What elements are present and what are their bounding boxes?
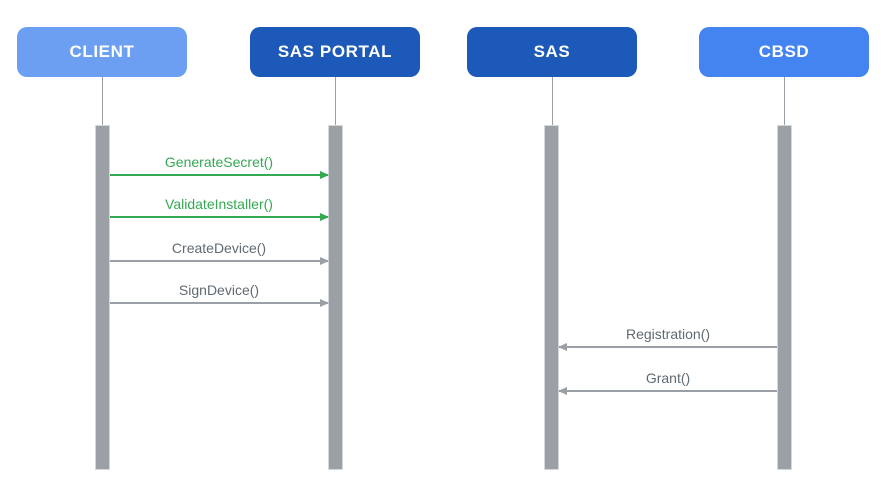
message-line	[110, 260, 328, 262]
message-create-device: CreateDevice()	[110, 236, 329, 265]
activation-bar-client	[95, 125, 110, 470]
message-label: Grant()	[645, 370, 691, 386]
message-line	[559, 346, 777, 348]
message-label: SignDevice()	[178, 282, 260, 298]
message-label: ValidateInstaller()	[165, 196, 273, 212]
lifeline-stem-cbsd	[783, 77, 785, 125]
actor-box-sas: SAS	[467, 27, 637, 77]
message-label: GenerateSecret()	[164, 154, 274, 170]
message-generate-secret: GenerateSecret()	[110, 150, 329, 179]
arrowhead-right-icon	[320, 299, 329, 307]
message-grant: Grant()	[558, 366, 777, 395]
actor-label-cbsd: CBSD	[758, 42, 810, 61]
lifeline-stem-sas-portal	[334, 77, 336, 125]
actor-box-sas-portal: SAS PORTAL	[250, 27, 420, 77]
arrowhead-right-icon	[320, 257, 329, 265]
arrowhead-right-icon	[320, 171, 329, 179]
actor-label-client: CLIENT	[69, 42, 135, 61]
arrowhead-right-icon	[320, 213, 329, 221]
message-line	[110, 174, 328, 176]
actor-box-cbsd: CBSD	[699, 27, 869, 77]
message-line	[110, 302, 328, 304]
activation-bar-sas	[544, 125, 559, 470]
arrowhead-left-icon	[558, 387, 567, 395]
lifeline-stem-client	[101, 77, 103, 125]
activation-bar-sas-portal	[328, 125, 343, 470]
actor-label-sas: SAS	[533, 42, 571, 61]
message-registration: Registration()	[558, 322, 777, 351]
message-line	[110, 216, 328, 218]
message-label: Registration()	[625, 326, 711, 342]
activation-bar-cbsd	[777, 125, 792, 470]
message-validate-installer: ValidateInstaller()	[110, 192, 329, 221]
message-sign-device: SignDevice()	[110, 278, 329, 307]
lifeline-stem-sas	[551, 77, 553, 125]
arrowhead-left-icon	[558, 343, 567, 351]
actor-label-sas-portal: SAS PORTAL	[277, 42, 393, 61]
actor-box-client: CLIENT	[17, 27, 187, 77]
message-label: CreateDevice()	[171, 240, 267, 256]
message-line	[559, 390, 777, 392]
